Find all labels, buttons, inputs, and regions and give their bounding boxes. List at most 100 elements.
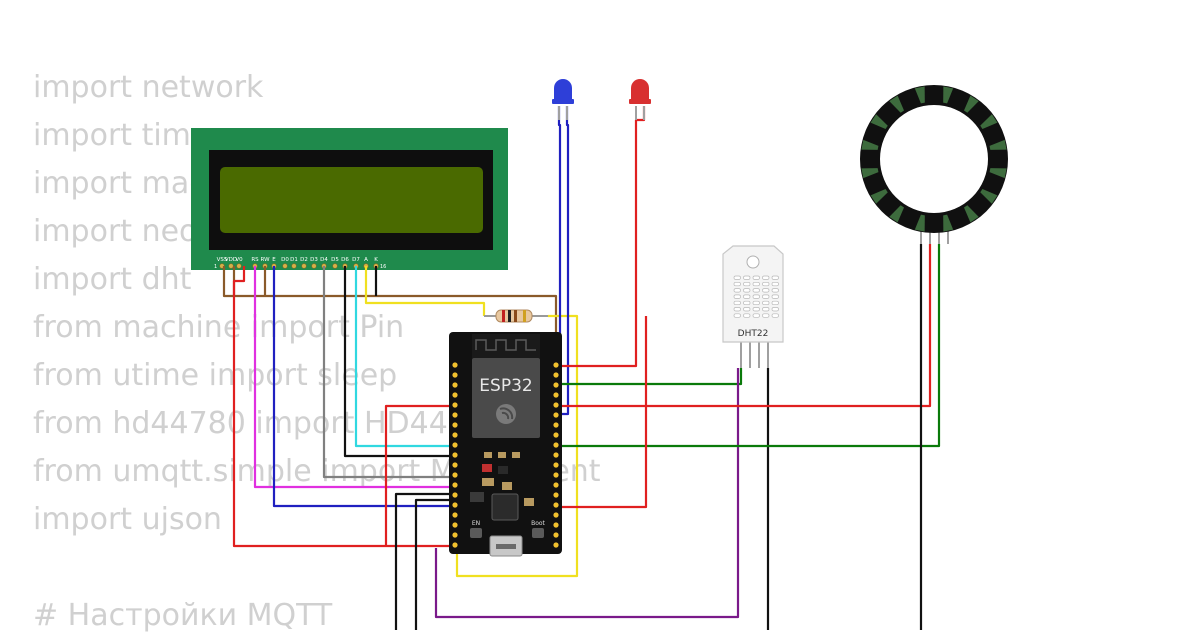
- esp32-pin-right[interactable]: [553, 462, 559, 468]
- code-line: from hd44780 import HD44780: [33, 406, 506, 441]
- code-line: from machine import Pin: [33, 310, 405, 345]
- lcd-pin-label: RW: [260, 257, 270, 263]
- wire-cyan: [354, 266, 455, 448]
- wires: [222, 106, 941, 630]
- lcd-pin[interactable]: [311, 263, 317, 269]
- esp32-pin-right[interactable]: [553, 362, 559, 368]
- lcd-pin[interactable]: [228, 263, 234, 269]
- dht22-vent-slot: [743, 288, 751, 293]
- lcd-pin[interactable]: [236, 263, 242, 269]
- code-line: # Настройки MQTT: [33, 598, 333, 633]
- wire-green: [556, 368, 743, 386]
- dht22-vent-slot: [743, 307, 751, 312]
- dht22-vent-slot: [762, 288, 770, 293]
- esp32-pin-right[interactable]: [553, 402, 559, 408]
- blue-led[interactable]: [552, 79, 574, 120]
- esp32-pin-right[interactable]: [553, 412, 559, 418]
- wire-black: [394, 492, 455, 630]
- ring-pixels: [861, 86, 1007, 232]
- dht22-vent-slot: [743, 275, 751, 280]
- dht22-vent-slot: [733, 307, 741, 312]
- esp32-pin-left[interactable]: [452, 532, 458, 538]
- lcd-pin-label: D4: [320, 257, 328, 263]
- dht22-sensor[interactable]: DHT22: [722, 245, 784, 368]
- dht22-vent-slot: [762, 294, 770, 299]
- ring-pixel: [889, 205, 905, 223]
- lcd-pin[interactable]: [332, 263, 338, 269]
- lcd-pin-label: RS: [251, 257, 259, 263]
- dht22-vent-slot: [771, 281, 779, 287]
- esp32-pin-right[interactable]: [553, 432, 559, 438]
- esp32-pin-left[interactable]: [452, 442, 458, 448]
- esp32-pin-left[interactable]: [452, 482, 458, 488]
- esp32-pin-left[interactable]: [452, 412, 458, 418]
- lcd-pin[interactable]: [282, 263, 288, 269]
- esp32-antenna-trace: [475, 339, 536, 351]
- wire-red: [232, 266, 455, 548]
- dht22-vent-slot: [743, 300, 751, 306]
- resistor-band: [508, 310, 511, 322]
- esp32-pin-left[interactable]: [452, 472, 458, 478]
- resistor[interactable]: [484, 309, 548, 323]
- lcd-pin-label: D0: [281, 257, 289, 263]
- neopixel-ring[interactable]: [860, 85, 1008, 244]
- esp32-pin-right[interactable]: [553, 542, 559, 548]
- lcd-pin-label: D7: [352, 257, 360, 263]
- en-button-label: EN: [472, 520, 480, 527]
- esp32-pin-right[interactable]: [553, 472, 559, 478]
- wire-magenta: [253, 266, 455, 489]
- lcd-pin-label: D3: [310, 257, 318, 263]
- esp32-pin-left[interactable]: [452, 422, 458, 428]
- esp32-pin-right[interactable]: [553, 372, 559, 378]
- esp32-pin-right[interactable]: [553, 522, 559, 528]
- esp32-pin-right[interactable]: [553, 532, 559, 538]
- esp32-pin-right[interactable]: [553, 512, 559, 518]
- dht22-vent-slot: [771, 294, 779, 299]
- dht22-vent-slot: [752, 281, 760, 287]
- led-body: [631, 79, 649, 101]
- esp32-board[interactable]: ESP32 EN Boot: [449, 332, 562, 557]
- resistor-band: [502, 310, 505, 322]
- esp32-pin-right[interactable]: [553, 382, 559, 388]
- ring-pixel: [870, 188, 888, 204]
- esp32-pin-left[interactable]: [452, 402, 458, 408]
- esp32-pin-right[interactable]: [553, 482, 559, 488]
- ring-pixel: [861, 139, 879, 150]
- dht22-vent-slot: [733, 275, 741, 280]
- code-line: from utime import sleep: [33, 358, 398, 393]
- esp32-pin-right[interactable]: [553, 392, 559, 398]
- dht22-vent-slot: [752, 294, 760, 299]
- dht22-vent-slot: [752, 275, 760, 280]
- red-led[interactable]: [629, 79, 651, 120]
- esp32-pin-left[interactable]: [452, 432, 458, 438]
- wire-blue: [272, 266, 455, 508]
- ring-pixel: [989, 139, 1007, 150]
- esp32-pin-left[interactable]: [452, 462, 458, 468]
- dht22-vent-slot: [762, 313, 770, 318]
- esp32-pin-left[interactable]: [452, 502, 458, 508]
- esp32-pin-right[interactable]: [553, 442, 559, 448]
- esp32-pin-right[interactable]: [553, 422, 559, 428]
- dht22-vent-slot: [733, 288, 741, 293]
- code-line: import dht: [33, 262, 192, 297]
- esp32-pin-right[interactable]: [553, 452, 559, 458]
- esp32-pin-right[interactable]: [553, 492, 559, 498]
- ring-pixel: [963, 205, 979, 223]
- esp32-pin-left[interactable]: [452, 452, 458, 458]
- esp32-pin-left[interactable]: [452, 492, 458, 498]
- code-line: import network: [33, 70, 264, 105]
- lcd-pin-label: VDD: [225, 257, 237, 263]
- lcd-pin[interactable]: [301, 263, 307, 269]
- esp32-pin-left[interactable]: [452, 512, 458, 518]
- ring-pixel: [914, 86, 925, 104]
- ring-body: [860, 85, 1008, 233]
- esp32-pin-left[interactable]: [452, 372, 458, 378]
- esp32-pin-left[interactable]: [452, 542, 458, 548]
- lcd-pin[interactable]: [291, 263, 297, 269]
- esp32-pin-left[interactable]: [452, 522, 458, 528]
- esp32-pin-left[interactable]: [452, 382, 458, 388]
- esp32-pin-left[interactable]: [452, 362, 458, 368]
- esp32-pin-left[interactable]: [452, 392, 458, 398]
- esp32-pin-right[interactable]: [553, 502, 559, 508]
